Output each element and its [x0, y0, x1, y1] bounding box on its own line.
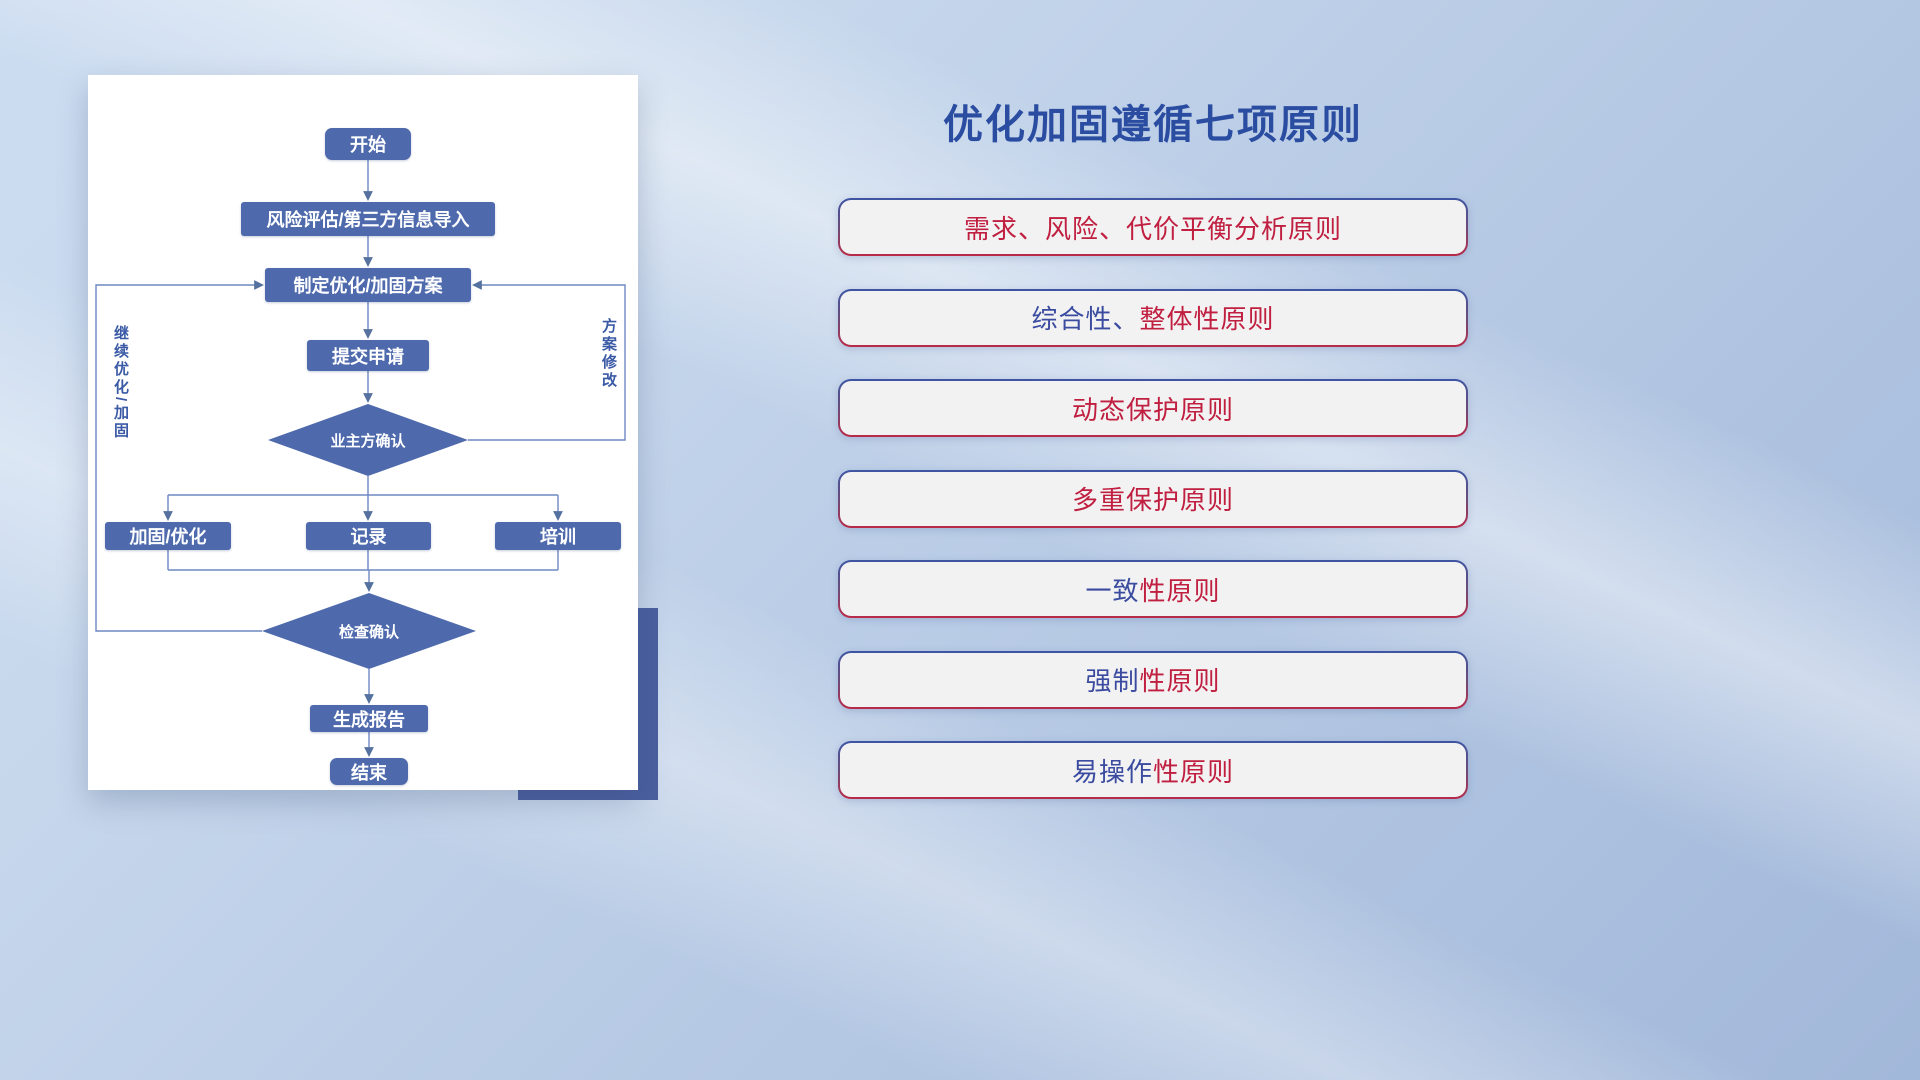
principle-pill: 多重保护原则	[838, 469, 1468, 528]
principle-text: 一致性原则	[840, 562, 1466, 616]
flowchart-connectors	[95, 160, 626, 757]
slide-title: 优化加固遵循七项原则	[943, 103, 1363, 147]
flow-node-harden-optimize: 加固/优化	[105, 522, 231, 550]
flow-label-plan-modify: 方案修改	[600, 318, 617, 390]
principle-pill: 动态保护原则	[838, 379, 1468, 437]
principle-text: 易操作性原则	[840, 743, 1466, 797]
flowchart-card: 开始 风险评估/第三方信息导入 制定优化/加固方案 提交申请 业主方确认 加固/…	[88, 75, 638, 790]
principles-list: 需求、风险、代价平衡分析原则综合性、整体性原则动态保护原则多重保护原则一致性原则…	[838, 198, 1468, 799]
principle-pill: 综合性、整体性原则	[838, 288, 1468, 347]
flow-label-continue-optimize: 继续优化/加固	[112, 325, 129, 441]
principle-pill: 一致性原则	[838, 560, 1468, 618]
principle-pill: 需求、风险、代价平衡分析原则	[838, 198, 1468, 256]
principle-text: 多重保护原则	[840, 471, 1466, 526]
principle-text: 强制性原则	[840, 652, 1466, 707]
principle-text: 综合性、整体性原则	[840, 290, 1466, 345]
flow-node-start: 开始	[325, 128, 411, 160]
flow-node-training: 培训	[495, 522, 621, 550]
principle-text: 需求、风险、代价平衡分析原则	[840, 200, 1466, 254]
principle-pill: 强制性原则	[838, 650, 1468, 709]
principle-text: 动态保护原则	[840, 381, 1466, 435]
flow-node-submit: 提交申请	[307, 340, 429, 371]
principle-pill: 易操作性原则	[838, 741, 1468, 799]
flow-node-record: 记录	[306, 522, 431, 550]
flow-node-risk-import: 风险评估/第三方信息导入	[241, 202, 495, 236]
flow-node-make-plan: 制定优化/加固方案	[265, 268, 471, 302]
flow-node-report: 生成报告	[310, 705, 428, 732]
flow-node-end: 结束	[330, 758, 408, 785]
